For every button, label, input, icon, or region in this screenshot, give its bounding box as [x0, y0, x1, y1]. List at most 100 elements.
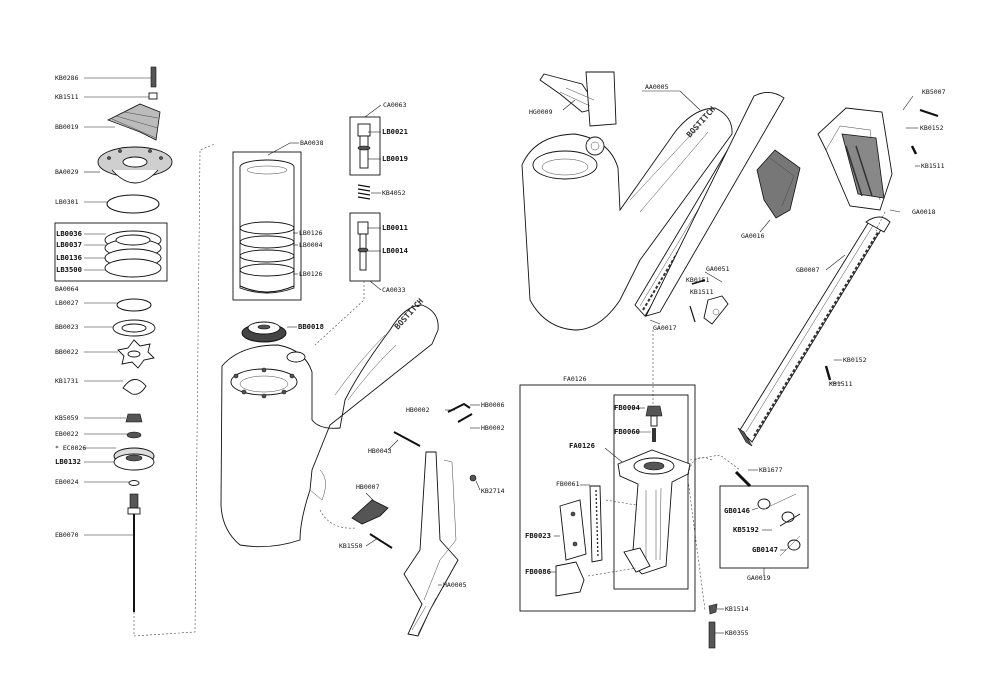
- label-fb0060: FB0060: [614, 427, 640, 436]
- label-lb3500: LB3500: [56, 265, 82, 274]
- part-valve-piston: [357, 123, 371, 169]
- label-gb0147: GB0147: [752, 545, 778, 554]
- label-kb5192: KB5192: [733, 525, 759, 534]
- part-ga0016-pusher: [756, 149, 801, 219]
- label-lb0011: LB0011: [382, 223, 408, 232]
- part-hb0007-trigger: [351, 499, 389, 525]
- seal-group-box: [54, 222, 168, 282]
- label-kb0355: KB0355: [725, 629, 749, 637]
- label-fa0126-top: FA0126: [563, 375, 587, 383]
- part-lb0036-seal-stack: [104, 230, 162, 278]
- part-kb0286-screw: [150, 66, 157, 88]
- label-lb0019: LB0019: [382, 154, 408, 163]
- label-lb0301: LB0301: [55, 198, 79, 206]
- label-kb1677: KB1677: [759, 466, 783, 474]
- label-kb1511-right: KB1511: [921, 162, 945, 170]
- label-bb0022: BB0022: [55, 348, 79, 356]
- part-ga0018-end-cap: [817, 107, 893, 211]
- label-lb0014: LB0014: [382, 246, 408, 255]
- left-parts-stack: KB0286 KB1511 BB0019 BA0029 LB0301: [54, 66, 216, 637]
- label-ga0051: GA0051: [706, 265, 730, 273]
- label-hb0002-right: HB0002: [481, 424, 505, 432]
- part-valve-stem: [357, 221, 369, 271]
- label-kb4052: KB4052: [382, 189, 406, 197]
- label-ga0016: GA0016: [741, 232, 765, 240]
- label-lb0132: LB0132: [55, 457, 81, 466]
- label-eb0024: EB0024: [55, 478, 79, 486]
- label-lb0036: LB0036: [56, 229, 82, 238]
- label-ba0029: BA0029: [55, 168, 79, 176]
- part-fb0004-bolt: [645, 405, 663, 427]
- label-kb1511-top: KB1511: [55, 93, 79, 101]
- label-kb1511-lower: KB1511: [829, 380, 853, 388]
- label-fb0023: FB0023: [525, 531, 551, 540]
- label-kb1511-mid: KB1511: [690, 288, 714, 296]
- label-hb0007: HB0007: [356, 483, 380, 491]
- trigger-assembly: HB0002 HB0006 HB0002 HB0043 KB2714 HB000…: [319, 401, 505, 637]
- label-kb0286: KB0286: [55, 74, 79, 82]
- label-kb0151: KB0151: [686, 276, 710, 284]
- label-eb0070: EB0070: [55, 531, 79, 539]
- label-hb0002-top: HB0002: [406, 406, 430, 414]
- part-fb0023-latch: [559, 499, 587, 561]
- label-fb0061: FB0061: [556, 480, 580, 488]
- label-ba0038: BA0038: [300, 139, 324, 147]
- label-lb0126-upper: LB0126: [299, 229, 323, 237]
- label-ca0063: CA0063: [383, 101, 407, 109]
- part-bb0018-bumper: [241, 321, 287, 343]
- part-lb0132-piston: [113, 447, 155, 471]
- label-lb0037: LB0037: [56, 240, 82, 249]
- label-lb0126-lower: LB0126: [299, 270, 323, 278]
- label-kb0152-top: KB0152: [920, 124, 944, 132]
- label-kb5007: KB5007: [922, 88, 946, 96]
- part-cylinder-sleeve: [239, 159, 295, 294]
- tool-body-left: BOSTITCH: [220, 297, 439, 548]
- label-aa0005: AA0005: [645, 83, 669, 91]
- part-ha0005-safety-arm: [403, 451, 459, 637]
- cylinder-assembly: BA0038 LB0126 LB0004 LB0126 BB0018: [232, 139, 324, 343]
- label-lb0004: LB0004: [299, 241, 323, 249]
- label-ha0005: HA0005: [443, 581, 467, 589]
- label-gb0146: GB0146: [724, 506, 750, 515]
- part-eb0070-driver-blade: [127, 493, 141, 612]
- fa0126-assembly-box: [519, 384, 696, 612]
- label-lb0136: LB0136: [56, 253, 82, 262]
- label-hb0006: HB0006: [481, 401, 505, 409]
- label-bb0019: BB0019: [55, 123, 79, 131]
- part-ba0029-cylinder-cap: [97, 146, 173, 184]
- part-gb0007-guide-rail: [737, 216, 891, 447]
- part-gb0146-lever: [757, 493, 797, 510]
- label-fb0086: FB0086: [525, 567, 551, 576]
- label-ga0019: GA0019: [747, 574, 771, 582]
- label-bb0018: BB0018: [298, 322, 324, 331]
- label-kb1550: KB1550: [339, 542, 363, 550]
- label-eb0022: EB0022: [55, 430, 79, 438]
- label-ec0026: * EC0026: [55, 444, 86, 452]
- label-fb0004: FB0004: [614, 403, 640, 412]
- label-ga0017: GA0017: [653, 324, 677, 332]
- part-bb0022-bumper: [117, 339, 155, 369]
- part-bb0019-filter: [107, 103, 161, 141]
- label-ca0033: CA0033: [382, 286, 406, 294]
- part-gb0147-lever: [779, 535, 801, 557]
- label-kb0152-lower: KB0152: [843, 356, 867, 364]
- label-kb1731: KB1731: [55, 377, 79, 385]
- label-hg0009: HG0009: [529, 108, 553, 116]
- label-lb0027: LB0027: [55, 299, 79, 307]
- valve-assembly: CA0063 LB0021 LB0019 KB4052 LB0011 LB001…: [314, 101, 408, 346]
- label-kb1514: KB1514: [725, 605, 749, 613]
- tool-body-right: BOSTITCH: [521, 105, 733, 331]
- label-hb0043: HB0043: [368, 447, 392, 455]
- part-hg0009-cap: [539, 71, 617, 127]
- label-lb0021: LB0021: [382, 127, 408, 136]
- label-ba0064: BA0064: [55, 285, 79, 293]
- label-ga0018: GA0018: [912, 208, 936, 216]
- label-fa0126-nose: FA0126: [569, 441, 595, 450]
- label-bb0023: BB0023: [55, 323, 79, 331]
- label-kb2714: KB2714: [481, 487, 505, 495]
- label-gb0007: GB0007: [796, 266, 820, 274]
- part-fb0061-plate: [589, 485, 603, 563]
- part-fa0126-nose: [617, 449, 691, 575]
- label-kb5059: KB5059: [55, 414, 79, 422]
